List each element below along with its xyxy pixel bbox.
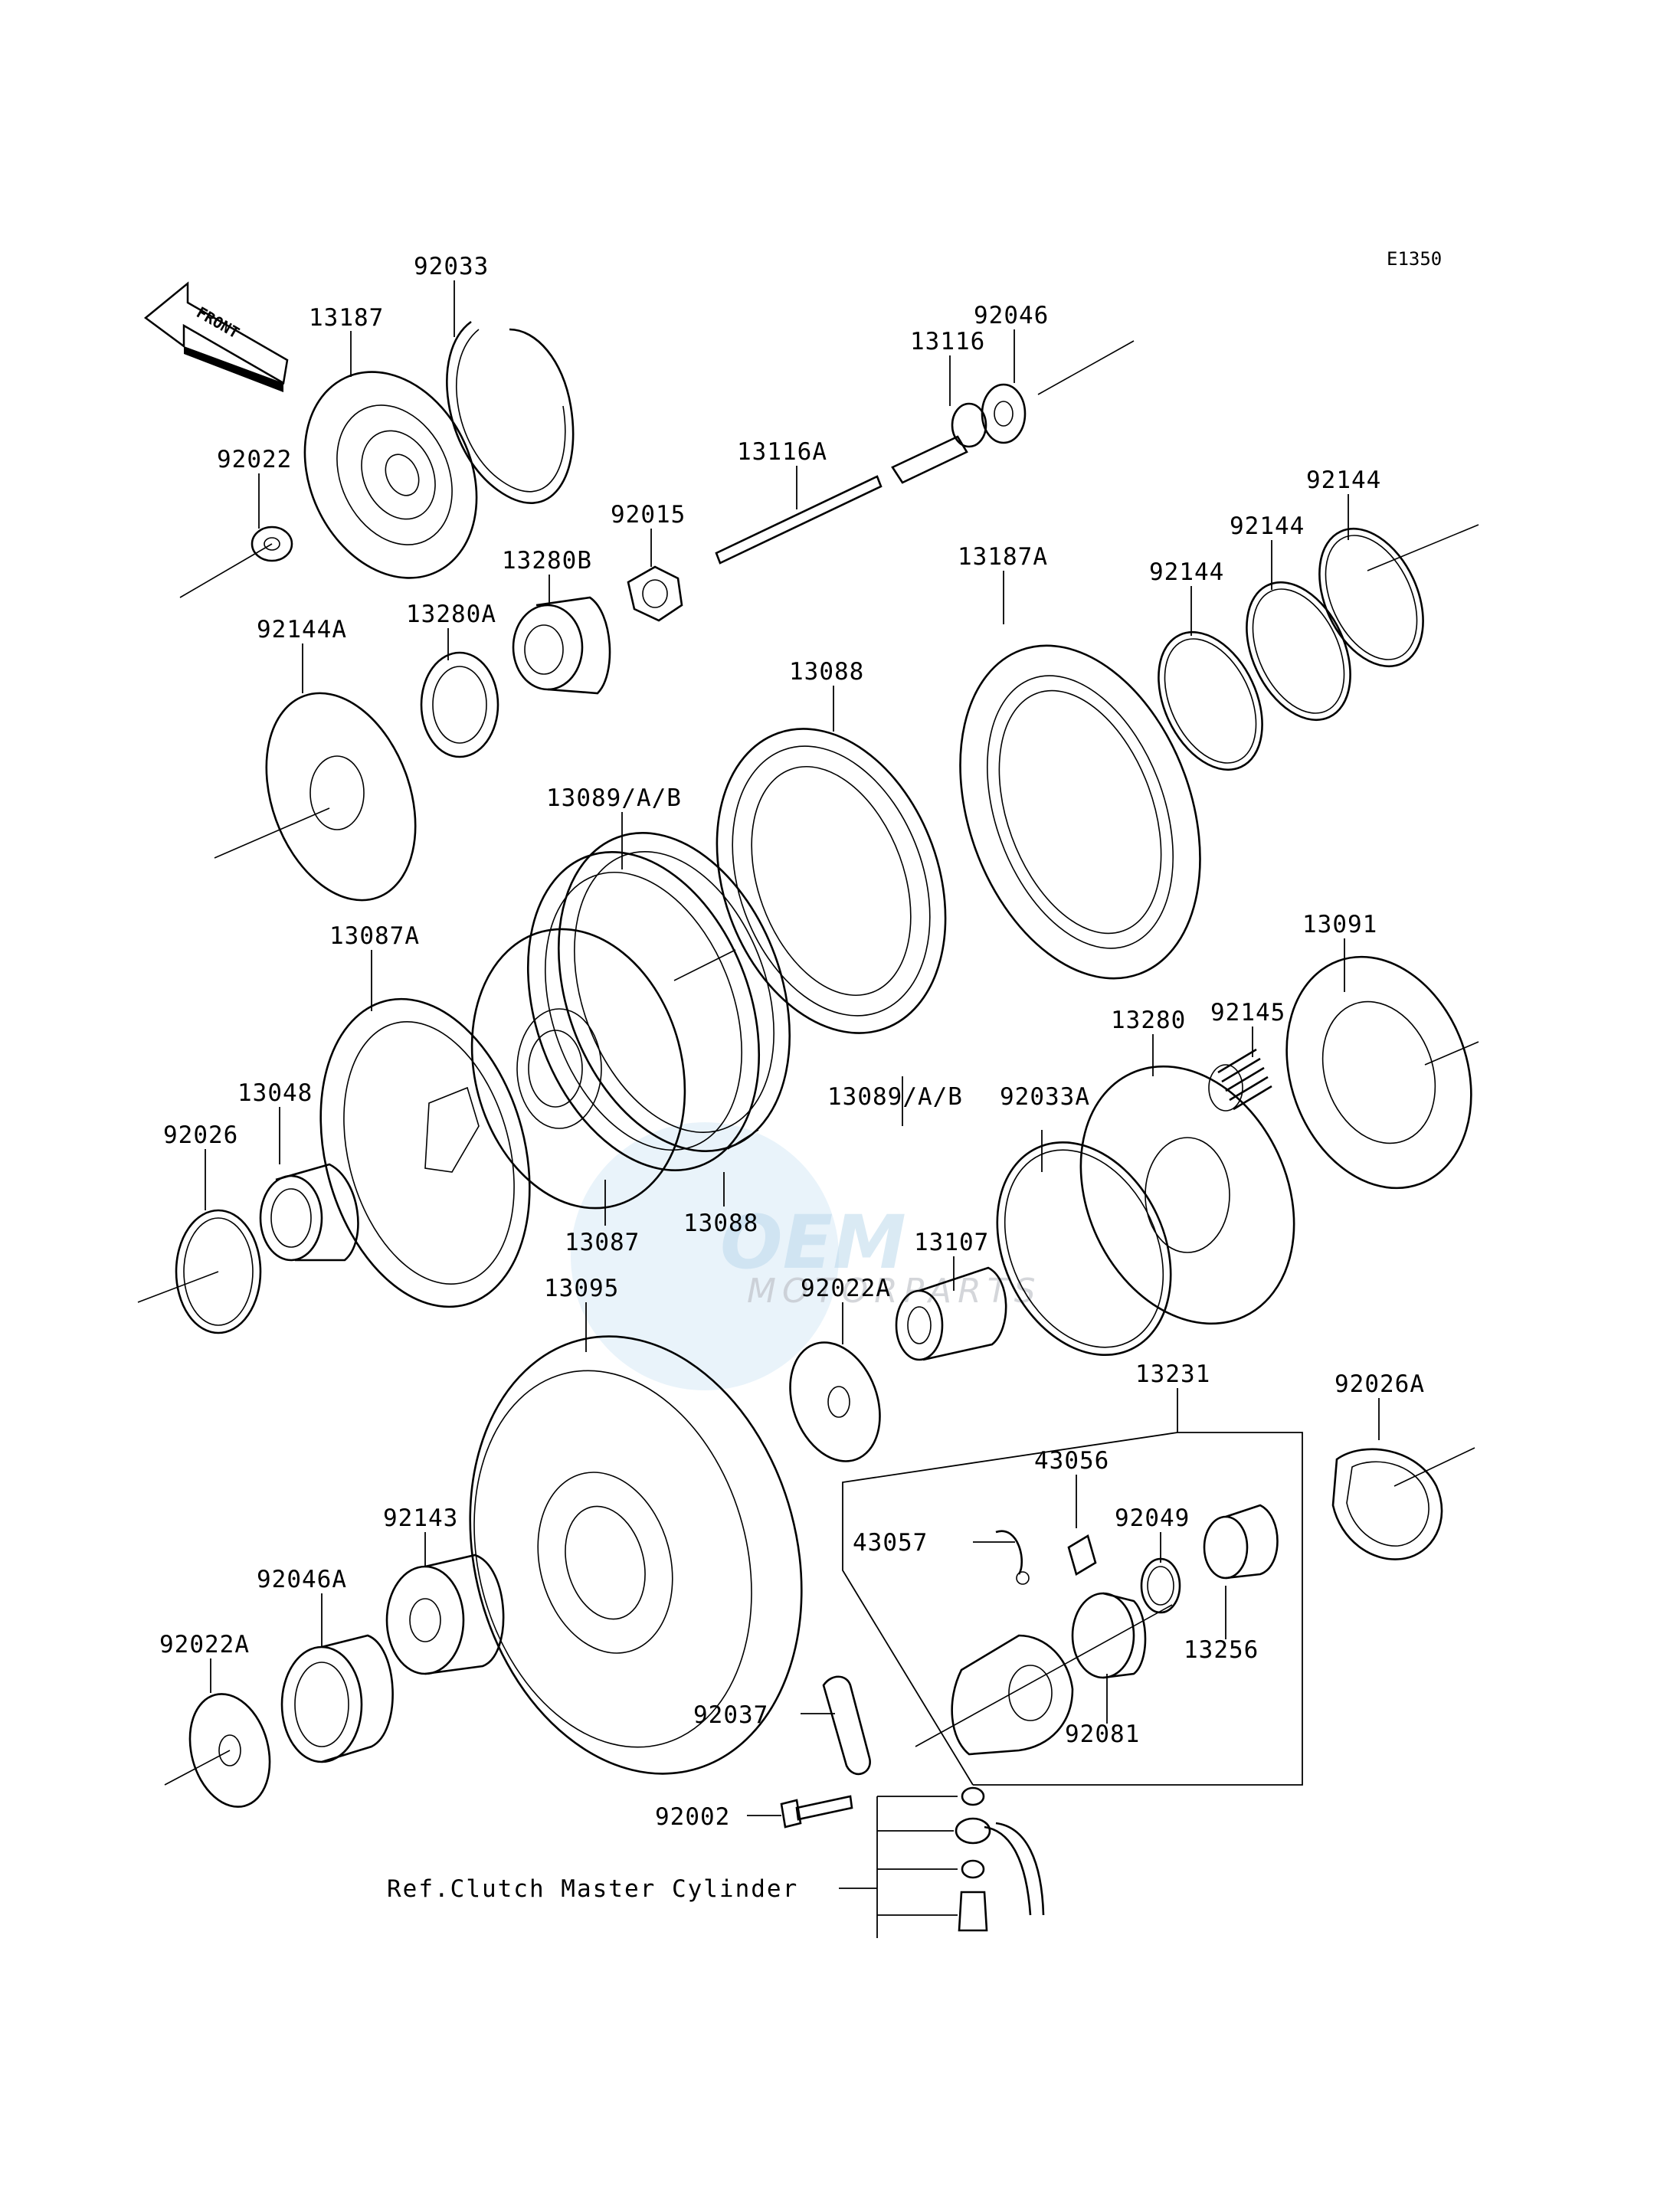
part-92022A-upper [789, 1341, 881, 1462]
label-13087A: 13087A [329, 922, 420, 950]
label-92144A: 92144A [257, 616, 347, 643]
label-92026: 92026 [163, 1121, 238, 1149]
label-13089-bottom: 13089/A/B [827, 1083, 963, 1111]
label-13280B: 13280B [502, 547, 592, 575]
label-13280A: 13280A [406, 601, 496, 628]
part-13187 [303, 371, 478, 579]
part-92026A [1331, 1448, 1443, 1560]
leader-lines [137, 280, 1479, 1938]
part-hose-fittings [955, 1786, 1045, 1932]
label-92033: 92033 [414, 253, 489, 280]
label-92046: 92046 [974, 302, 1049, 329]
part-92144-shims [1158, 527, 1424, 771]
label-92144-a: 92144 [1149, 558, 1224, 586]
part-92081 [1071, 1592, 1147, 1679]
label-92015: 92015 [611, 501, 686, 529]
label-13187: 13187 [309, 304, 384, 332]
part-92022 [251, 526, 293, 562]
part-92002 [780, 1795, 853, 1829]
label-13048: 13048 [237, 1079, 313, 1107]
part-43056 [1067, 1534, 1097, 1576]
part-92144A [265, 692, 417, 902]
part-13087-hub [470, 928, 686, 1210]
watermark-subtitle: MOTORPARTS [747, 1272, 1042, 1311]
label-92022: 92022 [217, 446, 292, 473]
part-92026 [175, 1209, 262, 1334]
watermark-brand: OEM [720, 1200, 906, 1285]
label-92049: 92049 [1115, 1505, 1190, 1532]
label-13107: 13107 [914, 1229, 989, 1256]
watermark: OEM MOTORPARTS [571, 1122, 1042, 1390]
part-92046A [280, 1634, 394, 1763]
part-92145 [1208, 1048, 1272, 1112]
part-13280B [512, 596, 611, 695]
part-13048 [259, 1163, 359, 1262]
label-13116A: 13116A [737, 438, 827, 466]
part-92033A [996, 1141, 1172, 1357]
label-13231: 13231 [1135, 1360, 1210, 1388]
part-labels: 92033 13187 92022 92046 13116 13116A 920… [159, 253, 1425, 1903]
part-92033 [446, 320, 575, 504]
label-13087: 13087 [565, 1229, 640, 1256]
label-13088-bottom: 13088 [683, 1210, 758, 1237]
label-92145: 92145 [1210, 999, 1285, 1026]
part-slave-cylinder [951, 1634, 1074, 1756]
label-13088-top: 13088 [789, 658, 864, 686]
label-43057: 43057 [853, 1529, 928, 1557]
label-92026A: 92026A [1335, 1370, 1425, 1398]
part-13187A [959, 644, 1201, 980]
label-13256: 13256 [1184, 1636, 1259, 1664]
part-13280A [420, 651, 499, 758]
part-92049 [1140, 1557, 1181, 1614]
label-92037: 92037 [693, 1701, 768, 1729]
label-92144-c: 92144 [1306, 467, 1381, 494]
part-43057 [995, 1530, 1030, 1585]
part-13087A [319, 997, 531, 1308]
part-92037 [822, 1675, 871, 1776]
part-13107 [895, 1266, 1007, 1361]
label-13187A: 13187A [958, 543, 1048, 571]
part-92022A-lower [188, 1693, 271, 1808]
part-13116 [891, 402, 987, 484]
part-13088-plate [716, 728, 947, 1034]
label-92046A: 92046A [257, 1566, 347, 1593]
label-92143: 92143 [383, 1505, 458, 1532]
part-13095 [469, 1335, 803, 1775]
part-13116A [715, 475, 883, 565]
label-13116: 13116 [910, 328, 985, 355]
part-92046 [981, 383, 1027, 444]
label-13280: 13280 [1111, 1007, 1186, 1034]
label-13091: 13091 [1302, 911, 1377, 938]
part-92015 [627, 565, 683, 622]
part-13091 [1285, 955, 1472, 1190]
label-43056: 43056 [1034, 1447, 1109, 1475]
label-92144-b: 92144 [1230, 512, 1305, 540]
front-arrow-icon: FRONT [143, 281, 289, 392]
diagram-code: E1350 [1387, 248, 1442, 270]
label-92022A-lower: 92022A [159, 1631, 250, 1658]
reference-note: Ref.Clutch Master Cylinder [387, 1875, 798, 1903]
label-92022A-upper: 92022A [801, 1275, 891, 1302]
label-13089-top: 13089/A/B [546, 784, 682, 812]
label-13095: 13095 [544, 1275, 619, 1302]
part-13256 [1203, 1504, 1279, 1580]
label-92002: 92002 [655, 1803, 730, 1831]
label-92033A: 92033A [1000, 1083, 1090, 1111]
label-92081: 92081 [1065, 1721, 1140, 1748]
